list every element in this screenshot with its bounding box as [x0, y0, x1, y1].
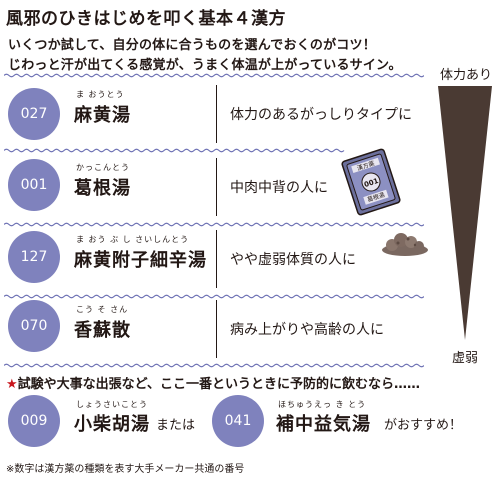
remedy-row: 001 かっこんとう 葛根湯 中肉中背の人に: [0, 152, 422, 222]
connector-text: または: [156, 418, 196, 433]
remedy-number-badge: 070: [8, 300, 60, 352]
recommendation-text: 試験や大事な出張など、ここ一番というときに予防的に飲むなら……: [17, 377, 421, 392]
remedy-number-badge: 001: [8, 159, 60, 211]
intro-line-2: じわっと汗が出てくる感覚が、うまく体温が上がっているサイン。: [8, 58, 402, 73]
medicine-packet-illustration: 漢方薬 001 葛根湯: [341, 148, 401, 216]
column-divider: [216, 300, 217, 358]
remedy-row: 127 ま おう ぶ し さいしんとう 麻黄附子細辛湯 やや虚弱体質の人に: [0, 226, 422, 296]
remedy-reading: ま おう ぶ し さいしんとう: [76, 235, 190, 244]
remedy-reading: こう そ さん: [76, 305, 129, 314]
remedy-number-badge: 127: [8, 231, 60, 283]
remedy-row: 070 こう そ さん 香蘇散 病み上がりや高齢の人に: [0, 298, 422, 368]
page-title: 風邪のひきはじめを叩く基本４漢方: [6, 9, 286, 29]
herb-powder-illustration: [382, 233, 428, 256]
remedy-reading: ほちゅうえっ き とう: [278, 400, 367, 409]
star-icon: ★: [6, 377, 18, 392]
remedy-name: 小柴胡湯: [74, 414, 150, 435]
remedy-reading: しょうさいことう: [76, 400, 148, 409]
scale-bottom-label: 虚弱: [452, 351, 479, 366]
remedy-name: 補中益気湯: [276, 414, 371, 435]
column-divider: [216, 158, 217, 216]
remedy-number-badge: 041: [212, 395, 264, 447]
column-divider: [216, 230, 217, 288]
column-divider: [216, 85, 217, 143]
remedy-number-badge: 027: [8, 88, 60, 140]
footnote: ※数字は漢方薬の種類を表す大手メーカー共通の番号: [6, 464, 245, 475]
remedy-number-badge: 009: [8, 395, 60, 447]
remedy-name: 葛根湯: [74, 178, 131, 199]
recommendation-lead: ★試験や大事な出張など、ここ一番というときに予防的に飲むなら……: [6, 373, 420, 392]
remedy-name: 香蘇散: [74, 320, 131, 341]
remedy-description: 中肉中背の人に: [230, 180, 328, 196]
strength-scale-triangle: [438, 86, 492, 340]
scale-top-label: 体力あり: [440, 68, 493, 83]
wavy-divider: [4, 222, 424, 227]
wavy-divider: [4, 73, 424, 78]
remedy-name: 麻黄附子細辛湯: [74, 250, 207, 271]
wavy-divider: [4, 363, 424, 368]
remedy-reading: かっこんとう: [76, 163, 130, 172]
remedy-row: 027 ま おうとう 麻黄湯 体力のあるがっしりタイプに: [0, 79, 422, 149]
remedy-description: やや虚弱体質の人に: [230, 252, 356, 268]
intro-line-1: いくつか試して、自分の体に合うものを選んでおくのがコツ！: [8, 38, 376, 53]
remedy-name: 麻黄湯: [74, 105, 131, 126]
remedy-description: 体力のあるがっしりタイプに: [230, 107, 412, 123]
closing-text: がおすすめ！: [384, 418, 463, 433]
remedy-reading: ま おうとう: [76, 90, 125, 99]
wavy-divider: [4, 148, 345, 153]
remedy-description: 病み上がりや高齢の人に: [230, 322, 384, 338]
wavy-divider: [4, 294, 424, 299]
